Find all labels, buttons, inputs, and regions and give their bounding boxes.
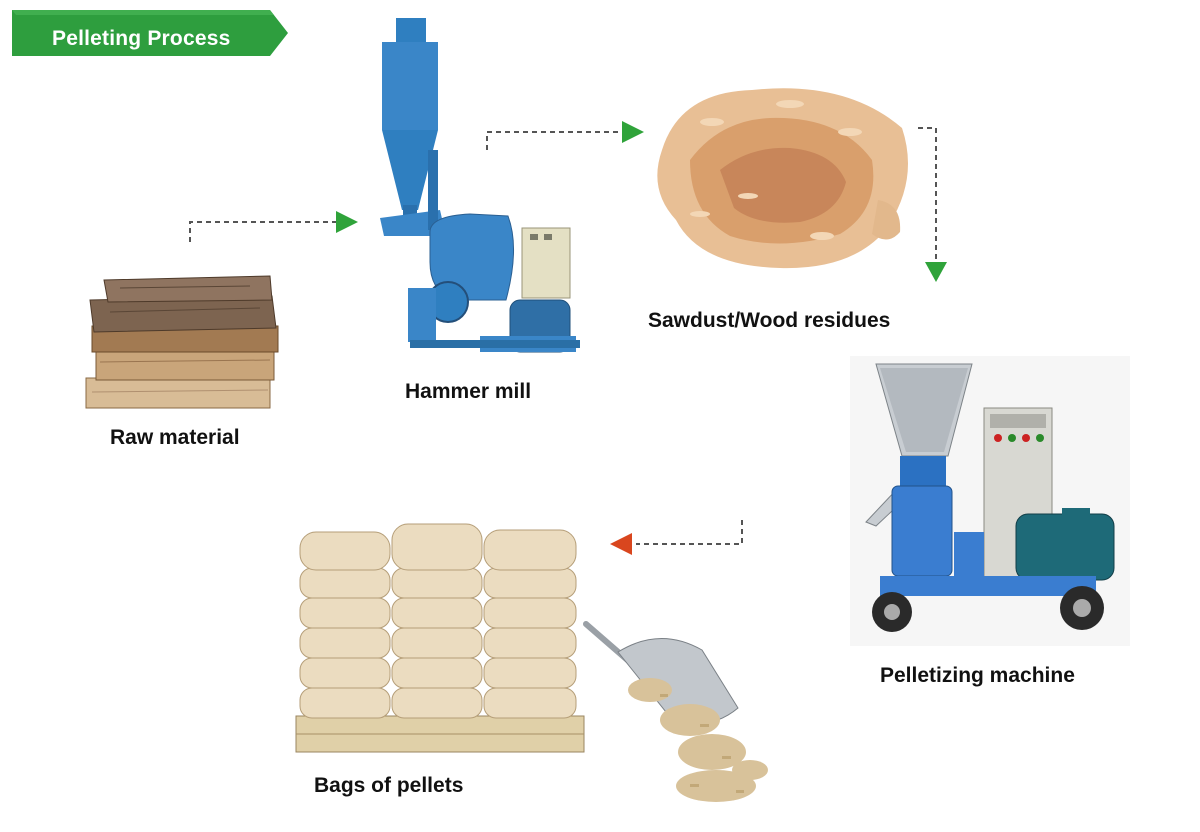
- label-hammer-mill: Hammer mill: [405, 380, 532, 403]
- banner-shape: [12, 10, 288, 56]
- connector-pelletizer-to-bags: [636, 520, 743, 545]
- label-bags-of-pellets: Bags of pellets: [314, 774, 464, 797]
- sawdust-pile-icon: [657, 88, 908, 269]
- connector-sawdust-to-pelletizer: [918, 127, 937, 262]
- wood-logs-icon: [85, 275, 279, 409]
- banner-title: Pelleting Process: [52, 27, 231, 50]
- label-raw-material: Raw material: [110, 426, 240, 449]
- hammer-mill-icon: [380, 18, 580, 353]
- arrow-down-icon: [925, 262, 947, 282]
- arrow-left-icon: [610, 533, 632, 555]
- label-pelletizing-machine: Pelletizing machine: [880, 664, 1075, 687]
- pellet-machine-icon: [850, 356, 1130, 646]
- arrow-right-icon: [622, 121, 644, 143]
- connector-mill-to-sawdust: [486, 131, 622, 150]
- pellet-bags-icon: [295, 523, 585, 753]
- connector-raw-to-mill: [189, 221, 336, 242]
- arrow-right-icon: [336, 211, 358, 233]
- title-banner: Pelleting Process: [12, 10, 288, 56]
- label-sawdust: Sawdust/Wood residues: [648, 309, 891, 332]
- pellet-scoop-icon: [583, 621, 768, 802]
